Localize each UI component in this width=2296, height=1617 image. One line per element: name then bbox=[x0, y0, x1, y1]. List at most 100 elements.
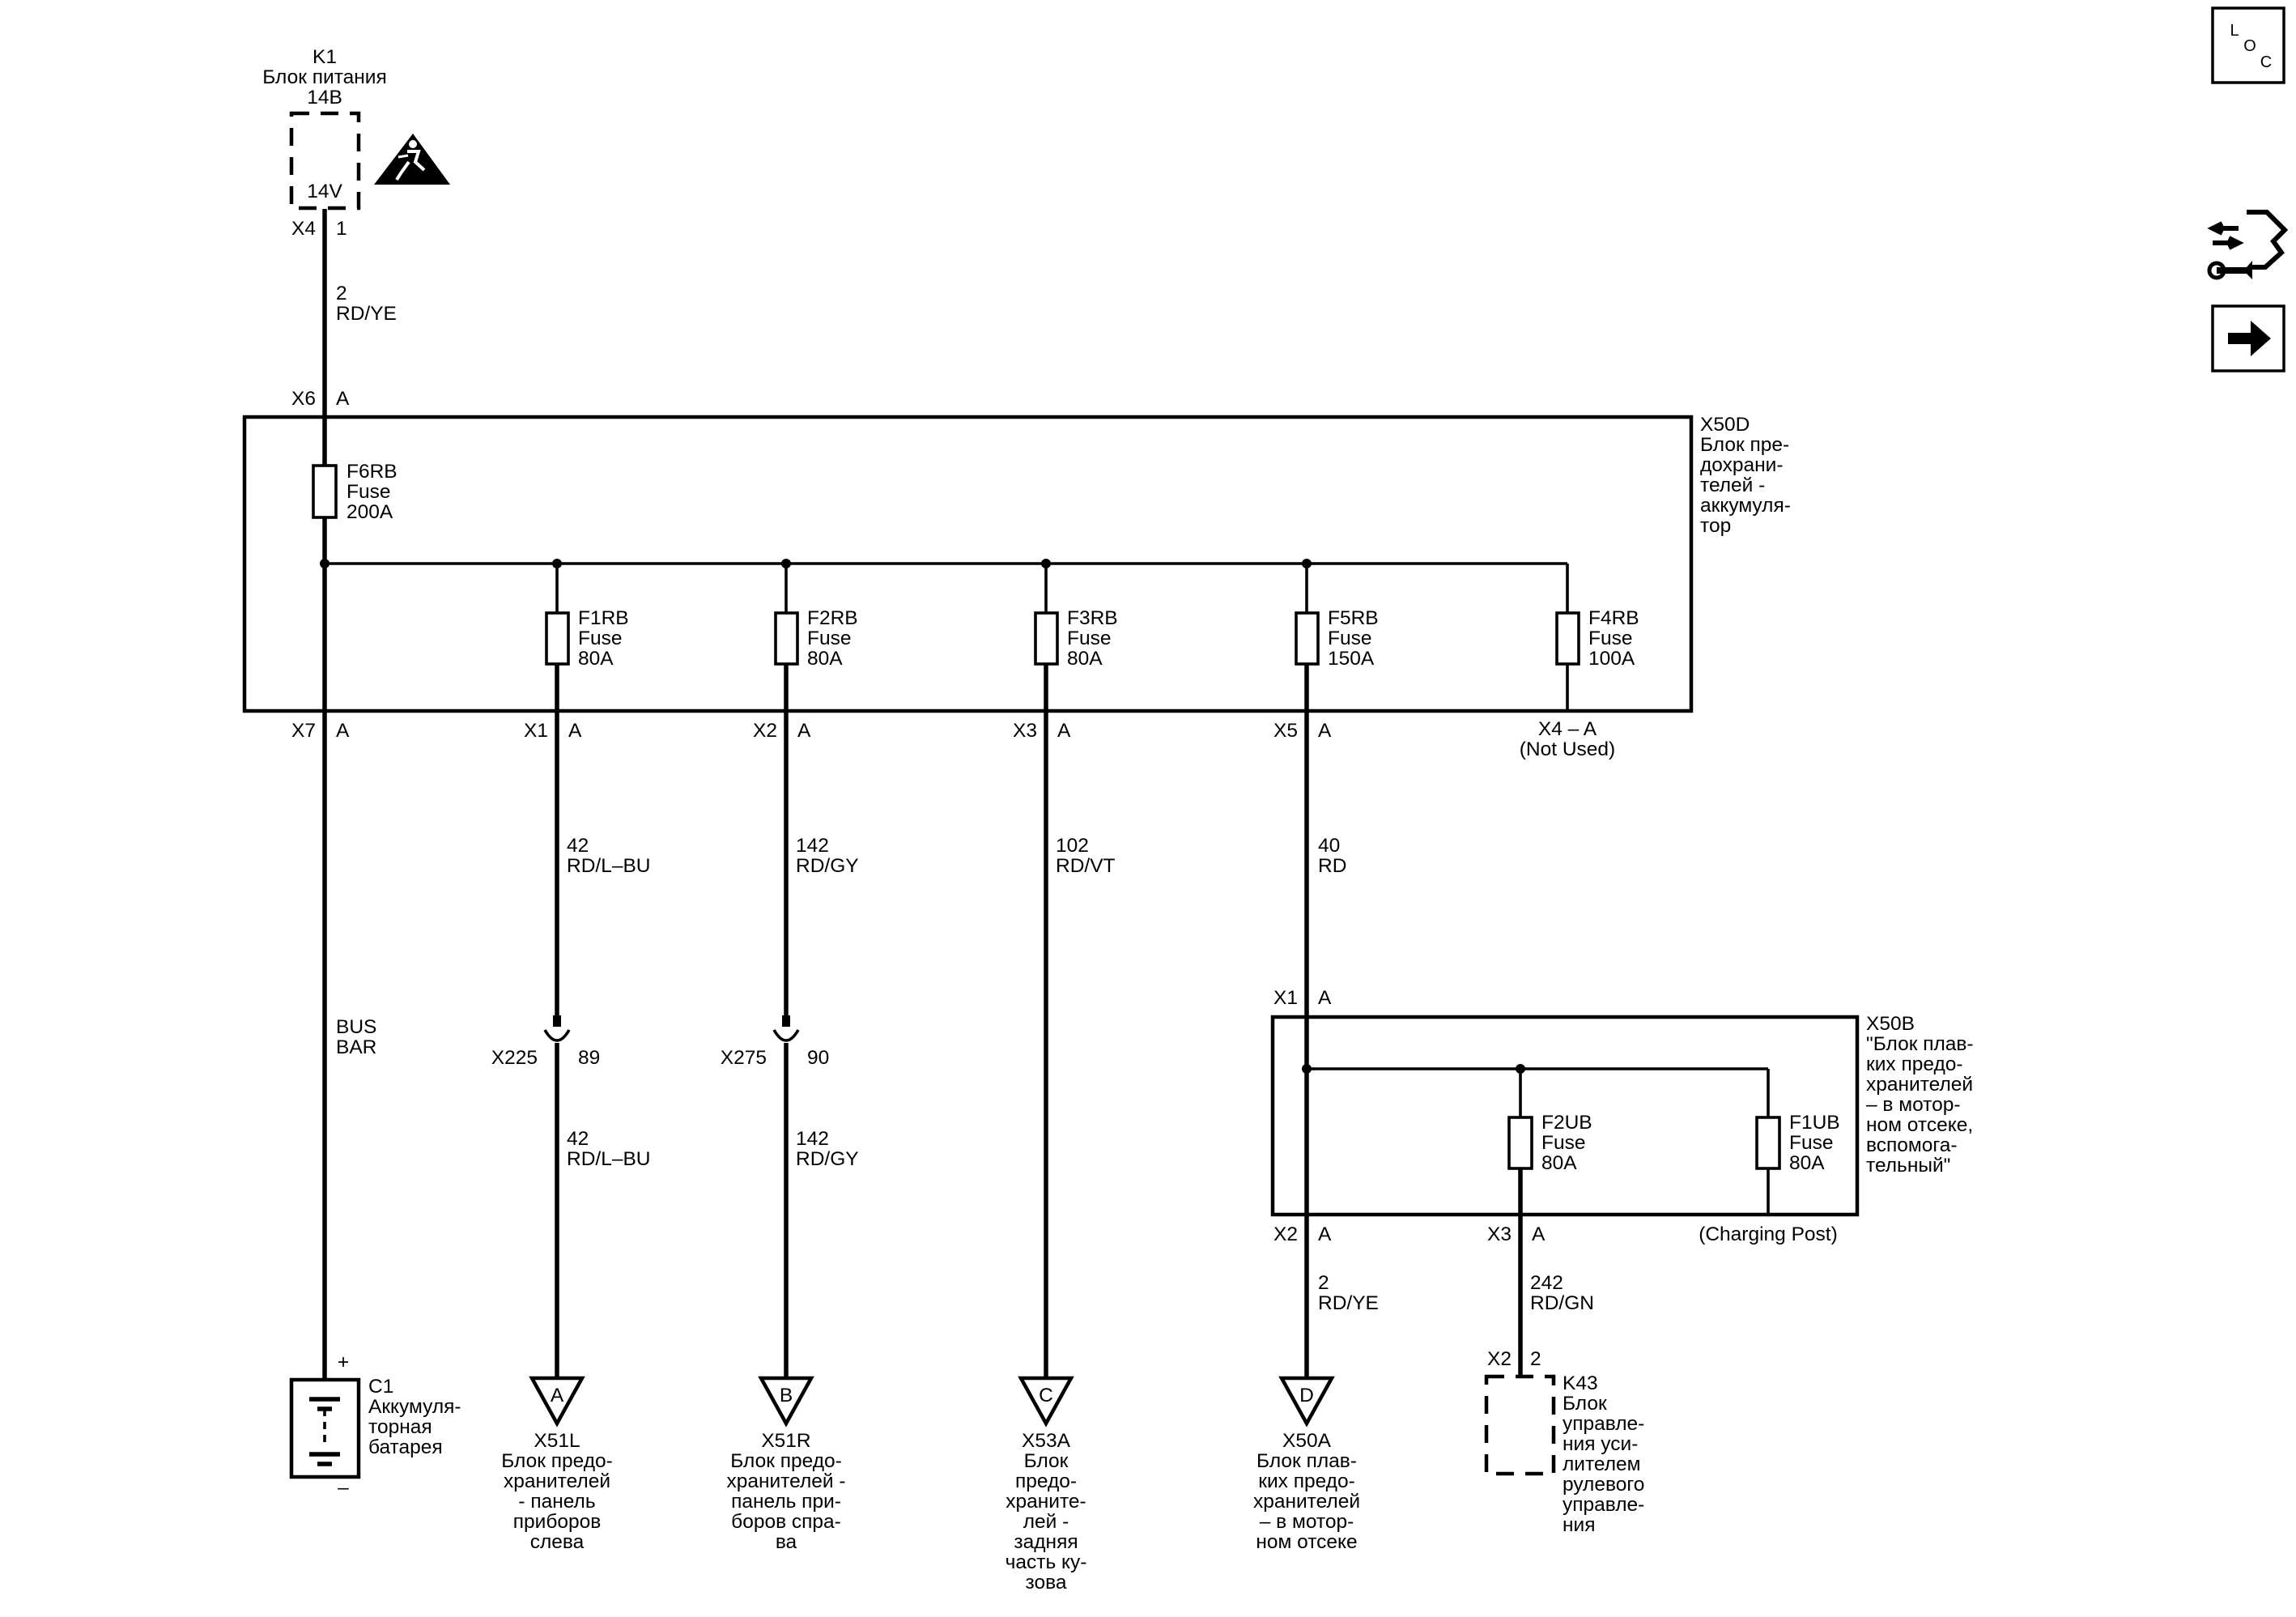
offpage-a-ref: X51L bbox=[534, 1430, 580, 1452]
x50b-x2-connector: X2 bbox=[1273, 1223, 1298, 1245]
battery-c1[interactable]: + – C1 Аккумуля- торная батарея bbox=[289, 1351, 461, 1499]
fuse-f1ub[interactable] bbox=[1755, 1116, 1781, 1170]
next-arrow-icon[interactable] bbox=[2211, 304, 2285, 372]
x275-pin: 90 bbox=[807, 1047, 829, 1069]
offpage-b-ref: X51R bbox=[761, 1430, 810, 1452]
f1rb-ref: F1RB bbox=[578, 607, 629, 629]
x50b-desc-0: "Блок плав- bbox=[1866, 1033, 1974, 1055]
f5rb-type: Fuse bbox=[1328, 628, 1371, 649]
wire-40-color: RD bbox=[1318, 855, 1346, 877]
x3-connector: X3 bbox=[1013, 720, 1037, 742]
f2ub-type: Fuse bbox=[1541, 1132, 1585, 1154]
offpage-b-desc-4: ва bbox=[776, 1531, 797, 1553]
k1-pin: 1 bbox=[336, 218, 347, 240]
offpage-c-desc-0: Блок bbox=[1024, 1450, 1069, 1472]
x2-connector: X2 bbox=[753, 720, 777, 742]
offpage-a-desc-0: Блок предо- bbox=[501, 1450, 613, 1472]
inline-connector-x225[interactable]: X225 89 bbox=[491, 1015, 600, 1069]
battery-desc-0: Аккумуля- bbox=[368, 1396, 461, 1418]
x225-ref: X225 bbox=[491, 1047, 538, 1069]
splice-dot bbox=[1302, 1064, 1312, 1074]
x50b-x3-pin: A bbox=[1532, 1223, 1546, 1245]
offpage-b-desc-1: хранителей - bbox=[726, 1470, 845, 1492]
f2ub-ref: F2UB bbox=[1541, 1112, 1592, 1134]
x225-out-color: RD/L–BU bbox=[567, 1148, 650, 1170]
k43-desc-2: ния уси- bbox=[1563, 1433, 1638, 1455]
fuse-f5rb[interactable] bbox=[1295, 611, 1320, 666]
loc-letter-o: O bbox=[2243, 37, 2256, 55]
wire-d-color: RD/YE bbox=[1318, 1292, 1379, 1314]
f5rb-ref: F5RB bbox=[1328, 607, 1379, 629]
x50b-x2-pin: A bbox=[1318, 1223, 1332, 1245]
k43-desc-5: управле- bbox=[1563, 1494, 1644, 1516]
offpage-d-desc-3: – в мотор- bbox=[1260, 1511, 1354, 1533]
fuse-f6rb[interactable] bbox=[312, 464, 338, 519]
offpage-d-desc-1: ких предо- bbox=[1258, 1470, 1355, 1492]
k1-rating: 14В bbox=[307, 87, 342, 109]
splice-dot bbox=[320, 559, 330, 568]
x50b-ref: X50B bbox=[1866, 1013, 1915, 1035]
offpage-connector-a[interactable]: A bbox=[529, 1376, 585, 1428]
f4rb-ref: F4RB bbox=[1588, 607, 1639, 629]
offpage-c-desc-1: предо- bbox=[1015, 1470, 1077, 1492]
offpage-connector-c[interactable]: C bbox=[1018, 1376, 1074, 1428]
bus-bar-label-0: BUS bbox=[336, 1016, 376, 1038]
x4-unused-note: (Not Used) bbox=[1520, 738, 1615, 760]
x2-pin: A bbox=[797, 720, 811, 742]
offpage-connector-d[interactable]: D bbox=[1278, 1376, 1335, 1428]
k43-desc-6: ния bbox=[1563, 1514, 1595, 1536]
inline-connector-x275[interactable]: X275 90 bbox=[721, 1015, 829, 1069]
offpage-c-letter: C bbox=[1039, 1385, 1053, 1406]
offpage-d-desc-0: Блок плав- bbox=[1256, 1450, 1357, 1472]
fuse-block-x50d[interactable]: X50D Блок пре- дохрани- телей - аккумуля… bbox=[242, 414, 1791, 713]
location-view-icon[interactable]: L O C bbox=[2211, 6, 2285, 84]
k1-dashed-box bbox=[289, 111, 361, 211]
x5-pin: A bbox=[1318, 720, 1332, 742]
fuse-f1rb[interactable] bbox=[545, 611, 570, 666]
module-k43[interactable]: K43 Блок управле- ния уси- лителем рулев… bbox=[1484, 1372, 1644, 1536]
x1-connector: X1 bbox=[524, 720, 548, 742]
high-voltage-warning-icon bbox=[374, 134, 450, 185]
power-module-k1[interactable]: K1 Блок питания 14В 14V X4 1 bbox=[262, 46, 387, 240]
fuse-f4rb[interactable] bbox=[1555, 611, 1580, 666]
battery-minus: – bbox=[338, 1477, 349, 1499]
f3rb-type: Fuse bbox=[1067, 628, 1111, 649]
k1-connector: X4 bbox=[291, 218, 316, 240]
battery-box bbox=[289, 1377, 361, 1479]
x5-connector: X5 bbox=[1273, 720, 1298, 742]
x1-pin: A bbox=[568, 720, 582, 742]
f1ub-rating: 80A bbox=[1789, 1152, 1825, 1174]
offpage-connector-b[interactable]: B bbox=[758, 1376, 814, 1428]
wire-142-color: RD/GY bbox=[796, 855, 859, 877]
fuse-f2rb[interactable] bbox=[774, 611, 799, 666]
f3rb-ref: F3RB bbox=[1067, 607, 1118, 629]
x50d-desc-0: Блок пре- bbox=[1700, 434, 1789, 456]
wire-42-color: RD/L–BU bbox=[567, 855, 650, 877]
f1ub-ref: F1UB bbox=[1789, 1112, 1840, 1134]
k1-name: Блок питания bbox=[262, 66, 387, 88]
x50b-desc-4: ном отсеке, bbox=[1866, 1114, 1973, 1136]
x4-unused-label: X4 – A bbox=[1538, 718, 1597, 740]
x3-pin: A bbox=[1057, 720, 1071, 742]
wire-40-circuit: 40 bbox=[1318, 835, 1340, 857]
loc-letter-l: L bbox=[2230, 22, 2239, 40]
fuse-f3rb[interactable] bbox=[1034, 611, 1059, 666]
battery-plus: + bbox=[338, 1351, 349, 1373]
offpage-c-ref: X53A bbox=[1022, 1430, 1071, 1452]
wire-k43-circuit: 242 bbox=[1530, 1272, 1563, 1294]
k43-dashed-box bbox=[1484, 1374, 1556, 1476]
connector-wrench-icon[interactable] bbox=[2207, 210, 2289, 280]
k43-desc-0: Блок bbox=[1563, 1393, 1607, 1415]
offpage-a-desc-1: хранителей bbox=[504, 1470, 610, 1492]
f4rb-type: Fuse bbox=[1588, 628, 1632, 649]
fuse-block-x50b[interactable]: X50B "Блок плав- ких предо- хранителей –… bbox=[1270, 1013, 1974, 1217]
x275-ref: X275 bbox=[721, 1047, 767, 1069]
fuse-f2ub[interactable] bbox=[1507, 1116, 1533, 1170]
wire-d-circuit: 2 bbox=[1318, 1272, 1329, 1294]
k43-ref: K43 bbox=[1563, 1372, 1598, 1394]
f6rb-type: Fuse bbox=[347, 481, 390, 503]
x50b-desc-6: тельный" bbox=[1866, 1155, 1950, 1177]
f3rb-rating: 80A bbox=[1067, 648, 1103, 670]
x50b-desc-1: ких предо- bbox=[1866, 1053, 1963, 1075]
f6rb-ref: F6RB bbox=[347, 461, 398, 483]
